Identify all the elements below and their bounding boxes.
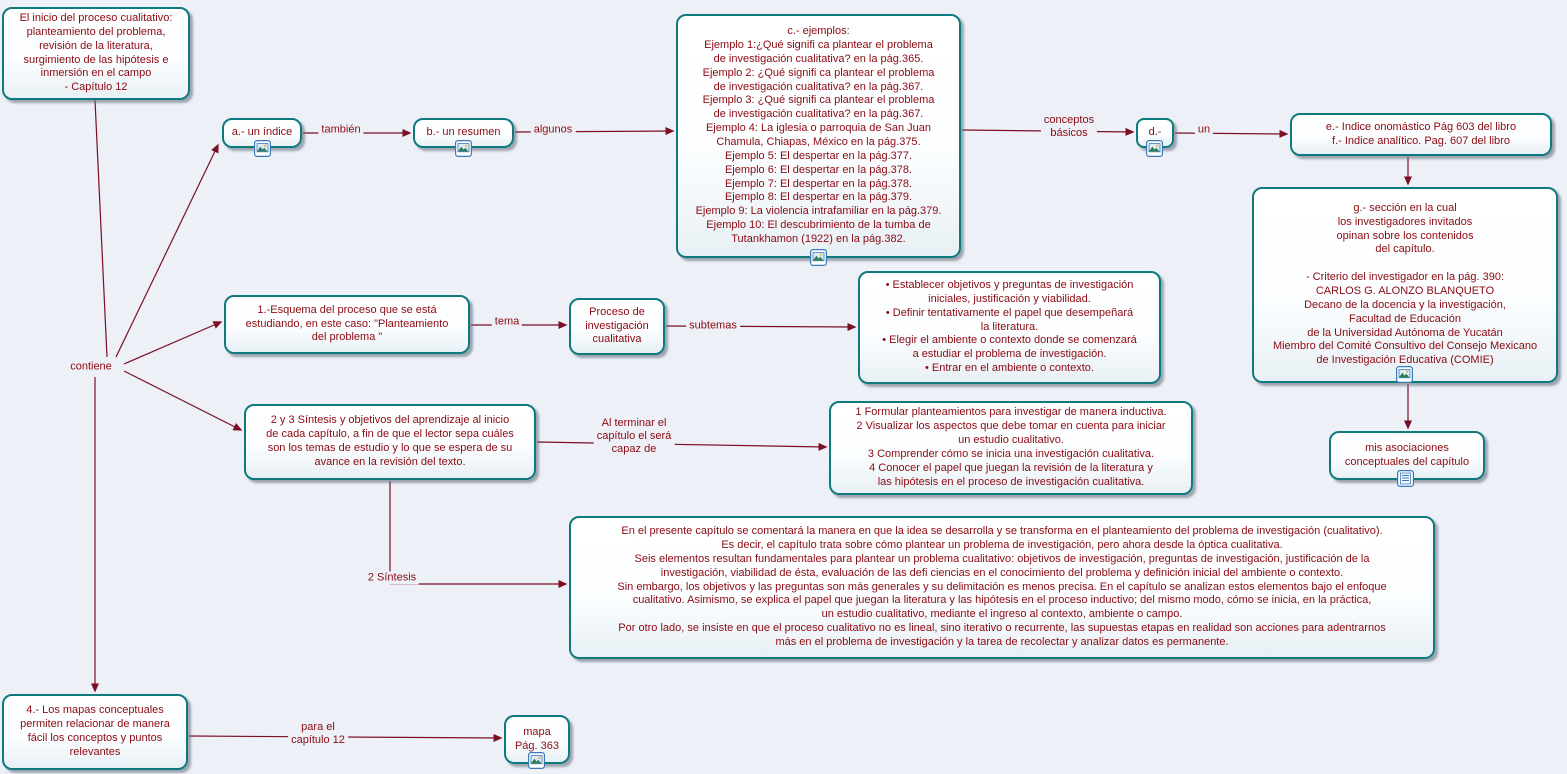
link-label-contiene[interactable]: contiene bbox=[67, 360, 115, 374]
node-mapas-conceptuales-text: 4.- Los mapas conceptuales permiten rela… bbox=[20, 704, 170, 758]
image-resource-icon[interactable] bbox=[528, 752, 545, 769]
node-mapa-pag-363-text: mapa Pág. 363 bbox=[514, 725, 560, 752]
image-resource-icon[interactable] bbox=[810, 249, 827, 266]
node-mapa-pag-363[interactable]: mapa Pág. 363 bbox=[504, 715, 570, 764]
node-proceso-text: Proceso de investigación cualitativa bbox=[585, 305, 649, 346]
link-line-contiene-sintesis-objetivos bbox=[123, 370, 243, 431]
link-line-d-indices bbox=[1174, 129, 1289, 138]
node-inicio-text: El inicio del proceso cualitativo: plant… bbox=[19, 11, 173, 94]
node-un-resumen-text: b.- un resumen bbox=[426, 126, 501, 139]
link-line-inicio-contiene bbox=[94, 99, 108, 358]
node-seccion-investigadores[interactable]: g.- sección en la cual los investigadore… bbox=[1252, 187, 1558, 383]
node-sintesis-y-objetivos-text: 2 y 3 Síntesis y objetivos del aprendiza… bbox=[266, 414, 514, 468]
text-document-icon[interactable] bbox=[1397, 470, 1414, 487]
link-label-un[interactable]: un bbox=[1194, 123, 1214, 137]
node-mis-asociaciones-text: mis asociaciones conceptuales del capítu… bbox=[1344, 441, 1470, 468]
image-resource-icon[interactable] bbox=[455, 140, 472, 157]
node-sintesis-texto-text: En el presente capítulo se comentará la … bbox=[617, 525, 1387, 648]
node-indices-onomastico-analitico[interactable]: e.- Indice onomástico Pág 603 del libro … bbox=[1290, 113, 1552, 156]
node-objetivos-lista-text: 1 Formular planteamientos para investiga… bbox=[855, 406, 1167, 488]
link-label-dos-sintesis[interactable]: 2 Síntesis bbox=[364, 571, 420, 585]
node-sintesis-texto[interactable]: En el presente capítulo se comentará la … bbox=[569, 516, 1435, 659]
image-resource-icon[interactable] bbox=[254, 140, 271, 157]
link-label-algunos[interactable]: algunos bbox=[530, 123, 576, 137]
link-line-contiene-esquema bbox=[123, 321, 223, 365]
node-subtemas-lista[interactable]: • Establecer objetivos y preguntas de in… bbox=[858, 271, 1161, 384]
link-label-para-el-capitulo[interactable]: para el capítulo 12 bbox=[288, 720, 348, 748]
node-ejemplos[interactable]: c.- ejemplos: Ejemplo 1:¿Qué signifi ca … bbox=[676, 14, 961, 258]
node-indices-text: e.- Indice onomástico Pág 603 del libro … bbox=[1325, 120, 1517, 147]
node-d-text: d.- bbox=[1148, 126, 1162, 139]
node-ejemplos-text: c.- ejemplos: Ejemplo 1:¿Qué signifi ca … bbox=[695, 25, 942, 246]
image-resource-icon[interactable] bbox=[1396, 366, 1413, 383]
node-esquema-proceso[interactable]: 1.-Esquema del proceso que se está estud… bbox=[224, 295, 470, 354]
link-label-subtemas[interactable]: subtemas bbox=[686, 319, 740, 333]
node-seccion-text: g.- sección en la cual los investigadore… bbox=[1272, 201, 1538, 367]
link-label-conceptos-basicos[interactable]: conceptos básicos bbox=[1040, 113, 1098, 141]
node-un-indice[interactable]: a.- un índice bbox=[222, 118, 302, 148]
node-mis-asociaciones[interactable]: mis asociaciones conceptuales del capítu… bbox=[1329, 431, 1485, 480]
image-resource-icon[interactable] bbox=[1146, 140, 1163, 157]
node-subtemas-lista-text: • Establecer objetivos y preguntas de in… bbox=[882, 278, 1137, 375]
node-esquema-text: 1.-Esquema del proceso que se está estud… bbox=[245, 303, 449, 344]
node-mapas-conceptuales[interactable]: 4.- Los mapas conceptuales permiten rela… bbox=[2, 694, 188, 770]
link-label-tambien[interactable]: también bbox=[318, 123, 364, 137]
node-inicio-proceso-cualitativo[interactable]: El inicio del proceso cualitativo: plant… bbox=[2, 7, 190, 100]
link-label-tema[interactable]: tema bbox=[491, 315, 523, 329]
link-label-al-terminar[interactable]: Al terminar el capítulo el será capaz de bbox=[593, 417, 675, 457]
link-line-sintesisobj-sintesistexto bbox=[389, 481, 568, 588]
link-line-contiene-indice bbox=[115, 143, 219, 358]
node-objetivos-lista[interactable]: 1 Formular planteamientos para investiga… bbox=[829, 401, 1193, 495]
node-proceso-investigacion[interactable]: Proceso de investigación cualitativa bbox=[569, 298, 665, 355]
node-sintesis-y-objetivos[interactable]: 2 y 3 Síntesis y objetivos del aprendiza… bbox=[244, 404, 536, 480]
node-un-indice-text: a.- un índice bbox=[231, 126, 293, 139]
link-line-sintesisobj-objetivos bbox=[536, 441, 828, 451]
